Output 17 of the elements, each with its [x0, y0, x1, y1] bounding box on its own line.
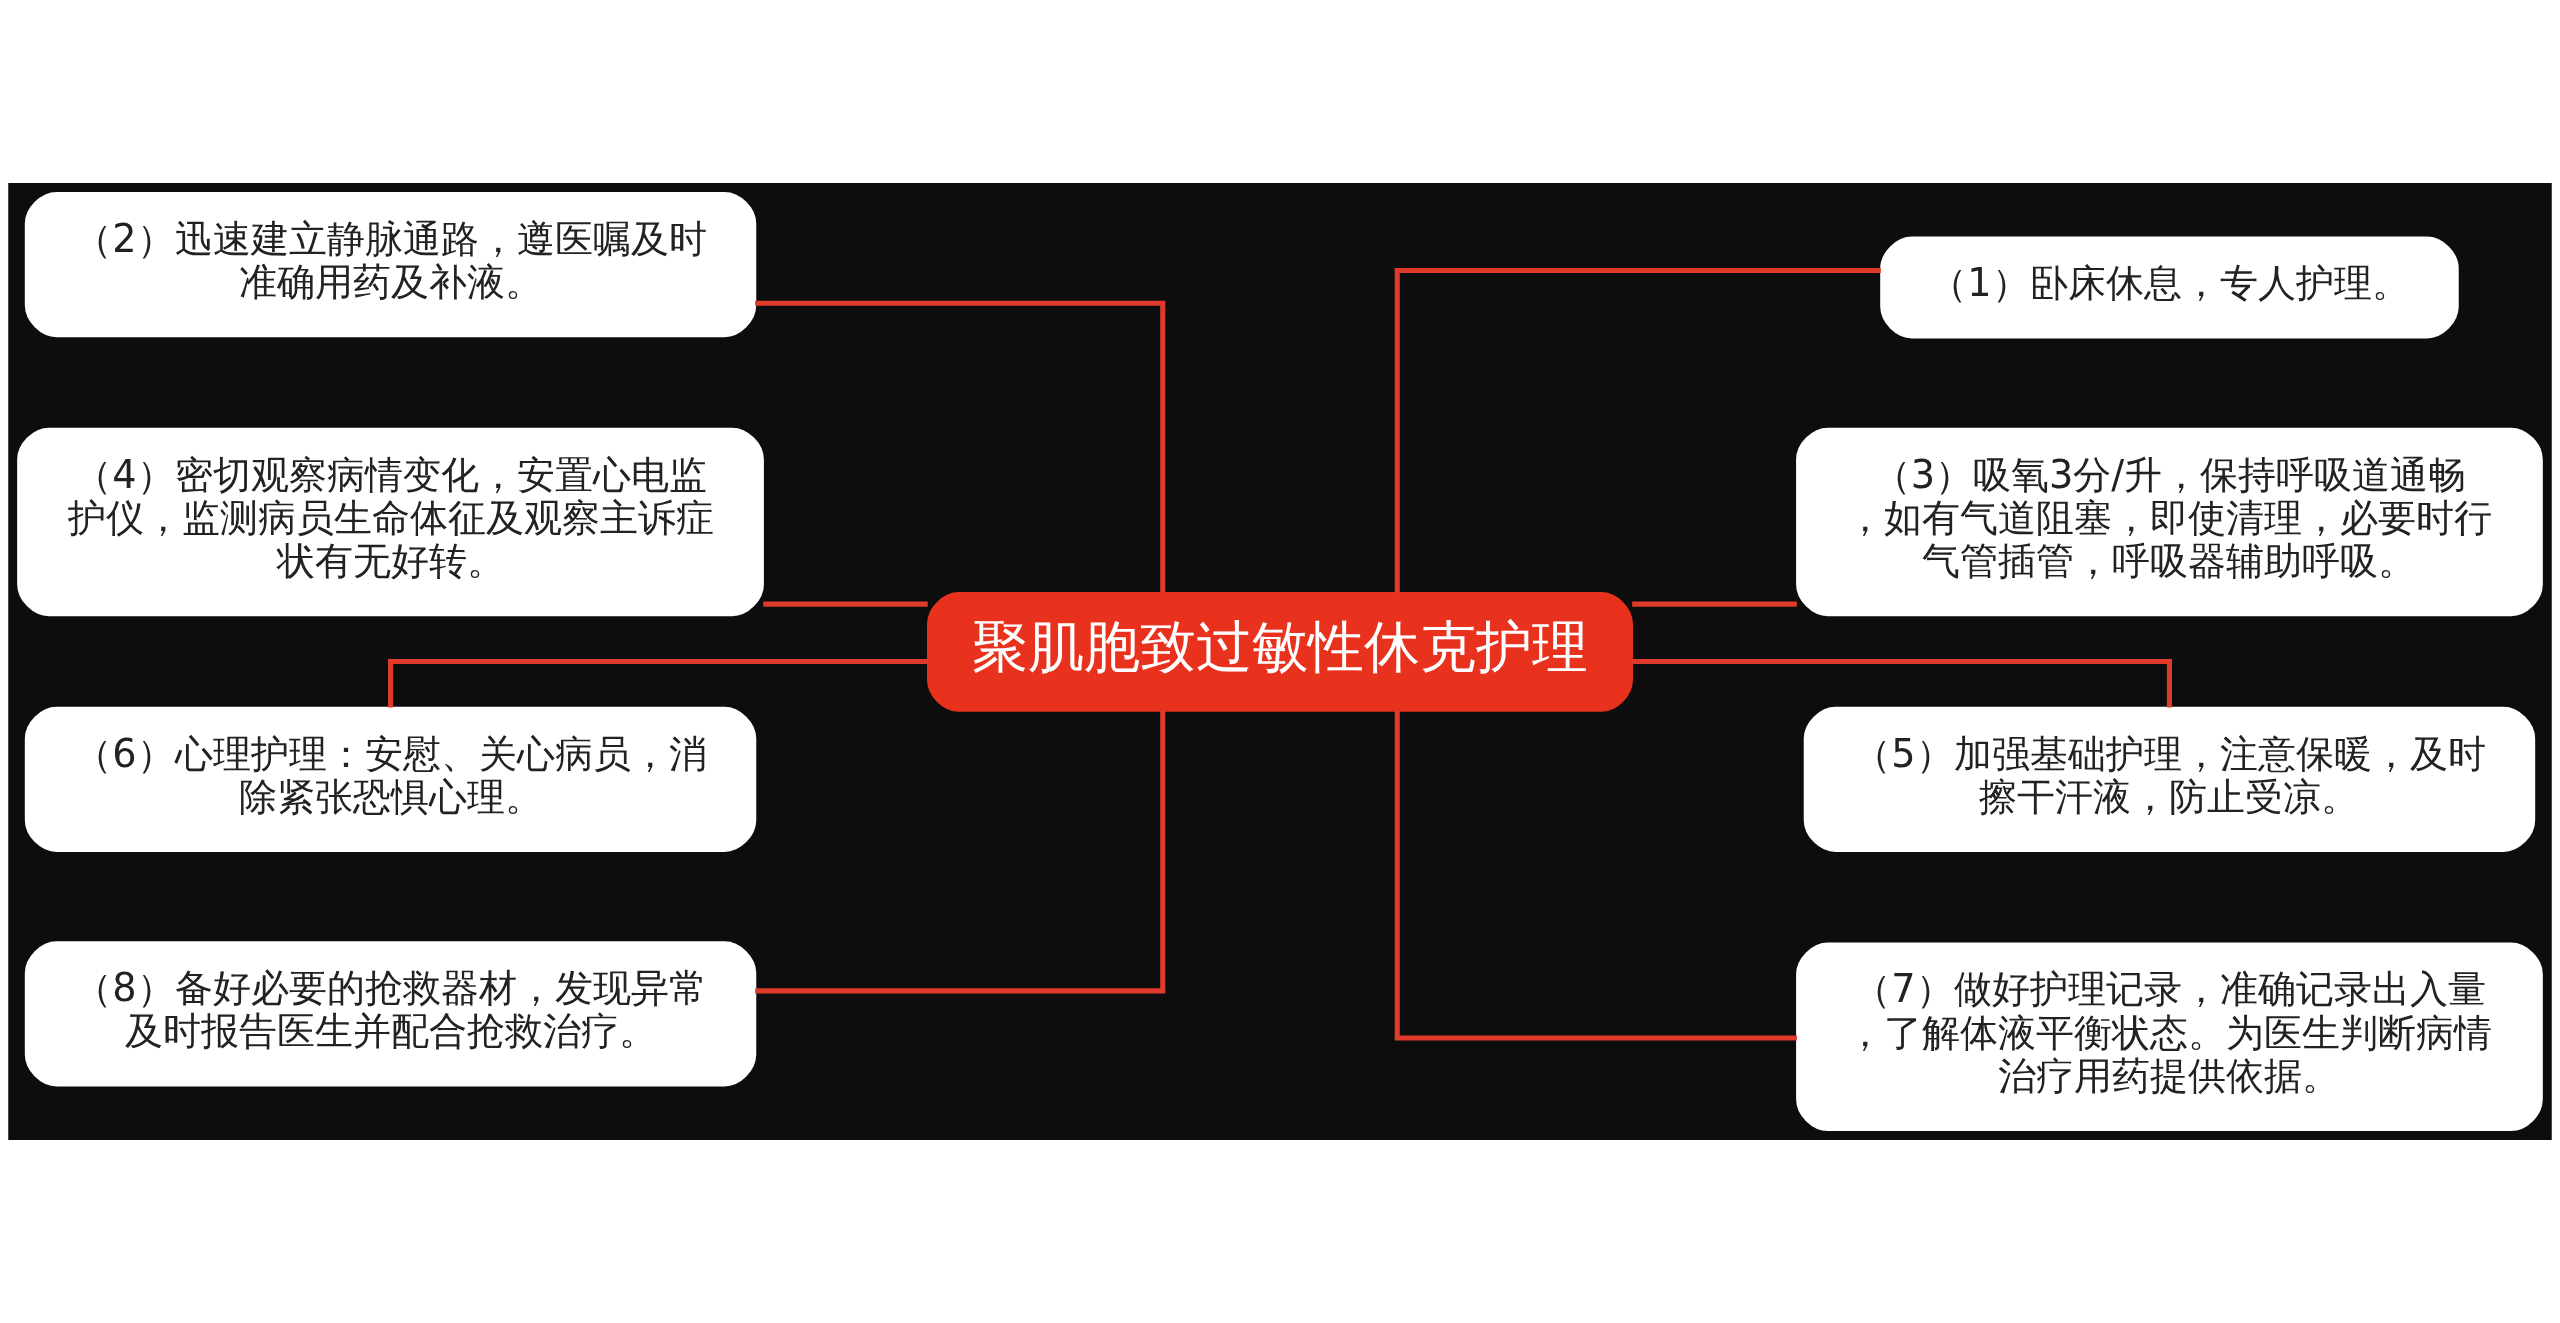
connector	[755, 300, 1166, 593]
connector	[755, 711, 1166, 994]
node-box: （7）做好护理记录，准确记录出入量，了解体液平衡状态。为医生判断病情治疗用药提供依据。	[1796, 942, 2543, 1132]
node-box: （8）备好必要的抢救器材，发现异常及时报告医生并配合抢救治疗。	[24, 941, 757, 1087]
connector	[1632, 658, 2172, 708]
connector	[388, 658, 928, 708]
node-box: （3）吸氧3分/升，保持呼吸道通畅，如有气道阻塞，即使清理，必要时行气管插管，呼吸器辅助呼吸。	[1796, 427, 2543, 617]
node-box: （6）心理护理：安慰、关心病员，消除紧张恐惧心理。	[24, 706, 757, 852]
node-box: （2）迅速建立静脉通路，遵医嘱及时准确用药及补液。	[24, 191, 757, 338]
node-box: （1）卧床休息，专人护理。	[1880, 236, 2459, 339]
connector	[1394, 267, 1881, 594]
connector	[1394, 710, 1797, 1041]
connector	[763, 601, 928, 607]
node-box: （4）密切观察病情变化，安置心电监护仪，监测病员生命体征及观察主诉症状有无好转。	[17, 427, 764, 617]
connector	[1632, 601, 1797, 607]
node-box: （5）加强基础护理，注意保暖，及时擦干汗液，防止受凉。	[1803, 706, 2536, 852]
node-box: 聚肌胞致过敏性休克护理	[927, 592, 1633, 712]
